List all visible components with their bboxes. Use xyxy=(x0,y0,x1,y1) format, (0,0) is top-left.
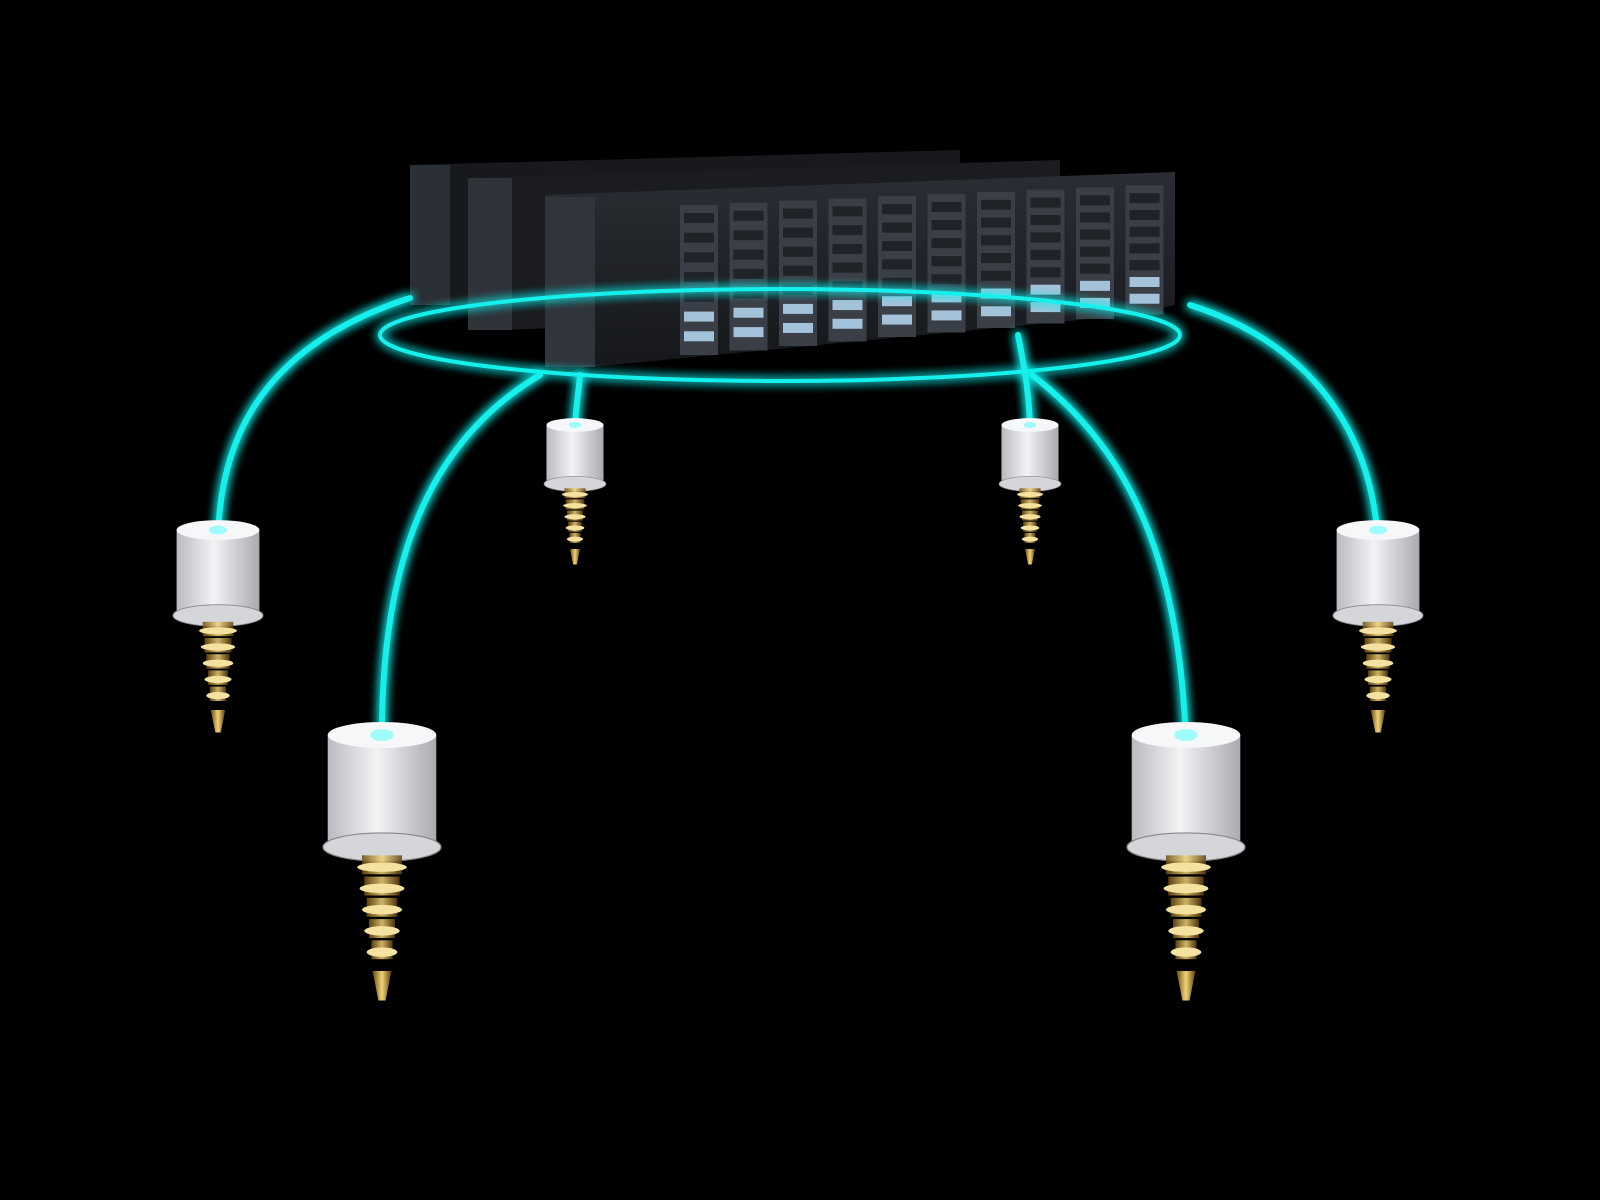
cable xyxy=(1015,332,1033,435)
quantum-cryostat xyxy=(998,418,1062,565)
dilution-refrigerator xyxy=(1016,488,1044,565)
dilution-refrigerator xyxy=(199,621,237,733)
dilution-refrigerator xyxy=(1161,855,1211,1001)
cable xyxy=(378,372,543,748)
server-rack-front xyxy=(545,172,1175,370)
quantum-links xyxy=(215,295,1381,748)
server-column xyxy=(927,194,966,333)
quantum-cryostat xyxy=(1332,520,1424,733)
server-column xyxy=(878,196,916,337)
server-column xyxy=(1076,187,1114,319)
dilution-refrigerator xyxy=(357,855,407,1001)
cable xyxy=(1029,372,1189,748)
quantum-cryostat xyxy=(543,418,607,565)
server-column xyxy=(977,191,1015,328)
quantum-cryostat xyxy=(322,722,442,1001)
server-column xyxy=(1125,185,1164,315)
cable xyxy=(215,295,413,543)
dilution-refrigerator xyxy=(1359,621,1397,733)
server-column xyxy=(779,200,817,346)
server-column xyxy=(680,205,718,355)
server-column xyxy=(729,202,768,351)
cable xyxy=(1187,302,1381,543)
quantum-cryostat xyxy=(1126,722,1246,1001)
server-column xyxy=(828,198,867,342)
network-ring xyxy=(378,287,1182,383)
quantum-cryostat xyxy=(172,520,264,733)
dilution-refrigerator xyxy=(561,488,589,565)
